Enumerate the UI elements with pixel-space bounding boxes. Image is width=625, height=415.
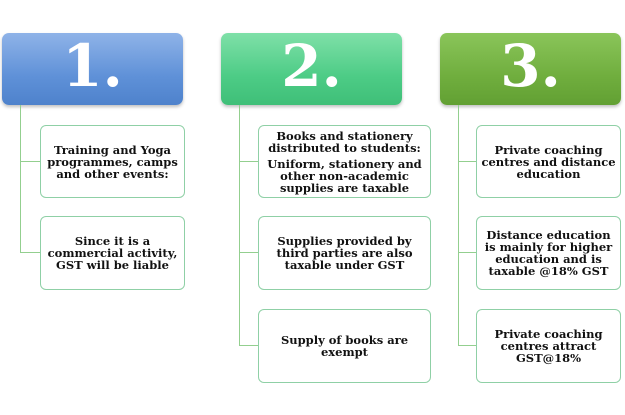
item-text: Since it is a commercial activity, GST w…	[47, 234, 178, 272]
column-3-branch-1	[458, 161, 476, 162]
column-3-item-1: Private coaching centres and distance ed…	[476, 125, 621, 198]
column-2-branch-2	[239, 252, 258, 253]
column-3-header: 3.	[440, 33, 621, 105]
item-text: Books and stationery distributed to stud…	[268, 128, 421, 155]
column-2-item-3: Supply of books are exempt	[258, 309, 431, 383]
item-text: Uniform, stationery and other non-academ…	[267, 156, 422, 195]
column-3-number: 3.	[500, 32, 561, 100]
column-2-item-1: Books and stationery distributed to stud…	[258, 125, 431, 198]
column-1-item-2: Since it is a commercial activity, GST w…	[40, 216, 185, 290]
column-1-branch-1	[20, 161, 40, 162]
column-3-branch-2	[458, 252, 476, 253]
column-1-branch-2	[20, 252, 40, 253]
item-text: Private coaching centres and distance ed…	[481, 142, 616, 181]
column-2-branch-1	[239, 161, 258, 162]
column-3-item-3: Private coaching centres attract GST@18%	[476, 309, 621, 383]
column-1-item-1: Training and Yoga programmes, camps and …	[40, 125, 185, 198]
column-3-item-2: Distance education is mainly for higher …	[476, 216, 621, 290]
column-2-number: 2.	[281, 32, 342, 100]
column-1-connector	[20, 105, 21, 252]
column-3-connector	[458, 105, 459, 345]
item-text: Distance education is mainly for higher …	[484, 228, 613, 278]
column-2-header: 2.	[221, 33, 402, 105]
item-text: Training and Yoga programmes, camps and …	[47, 142, 178, 181]
column-2-item-2: Supplies provided by third parties are a…	[258, 216, 431, 290]
item-text: Supplies provided by third parties are a…	[276, 234, 413, 272]
column-1-header: 1.	[2, 33, 183, 105]
column-2-connector	[239, 105, 240, 345]
column-2-branch-3	[239, 345, 258, 346]
column-3-branch-3	[458, 345, 476, 346]
column-1-number: 1.	[62, 32, 123, 100]
item-text: Supply of books are exempt	[280, 333, 409, 359]
item-text: Private coaching centres attract GST@18%	[494, 327, 603, 365]
